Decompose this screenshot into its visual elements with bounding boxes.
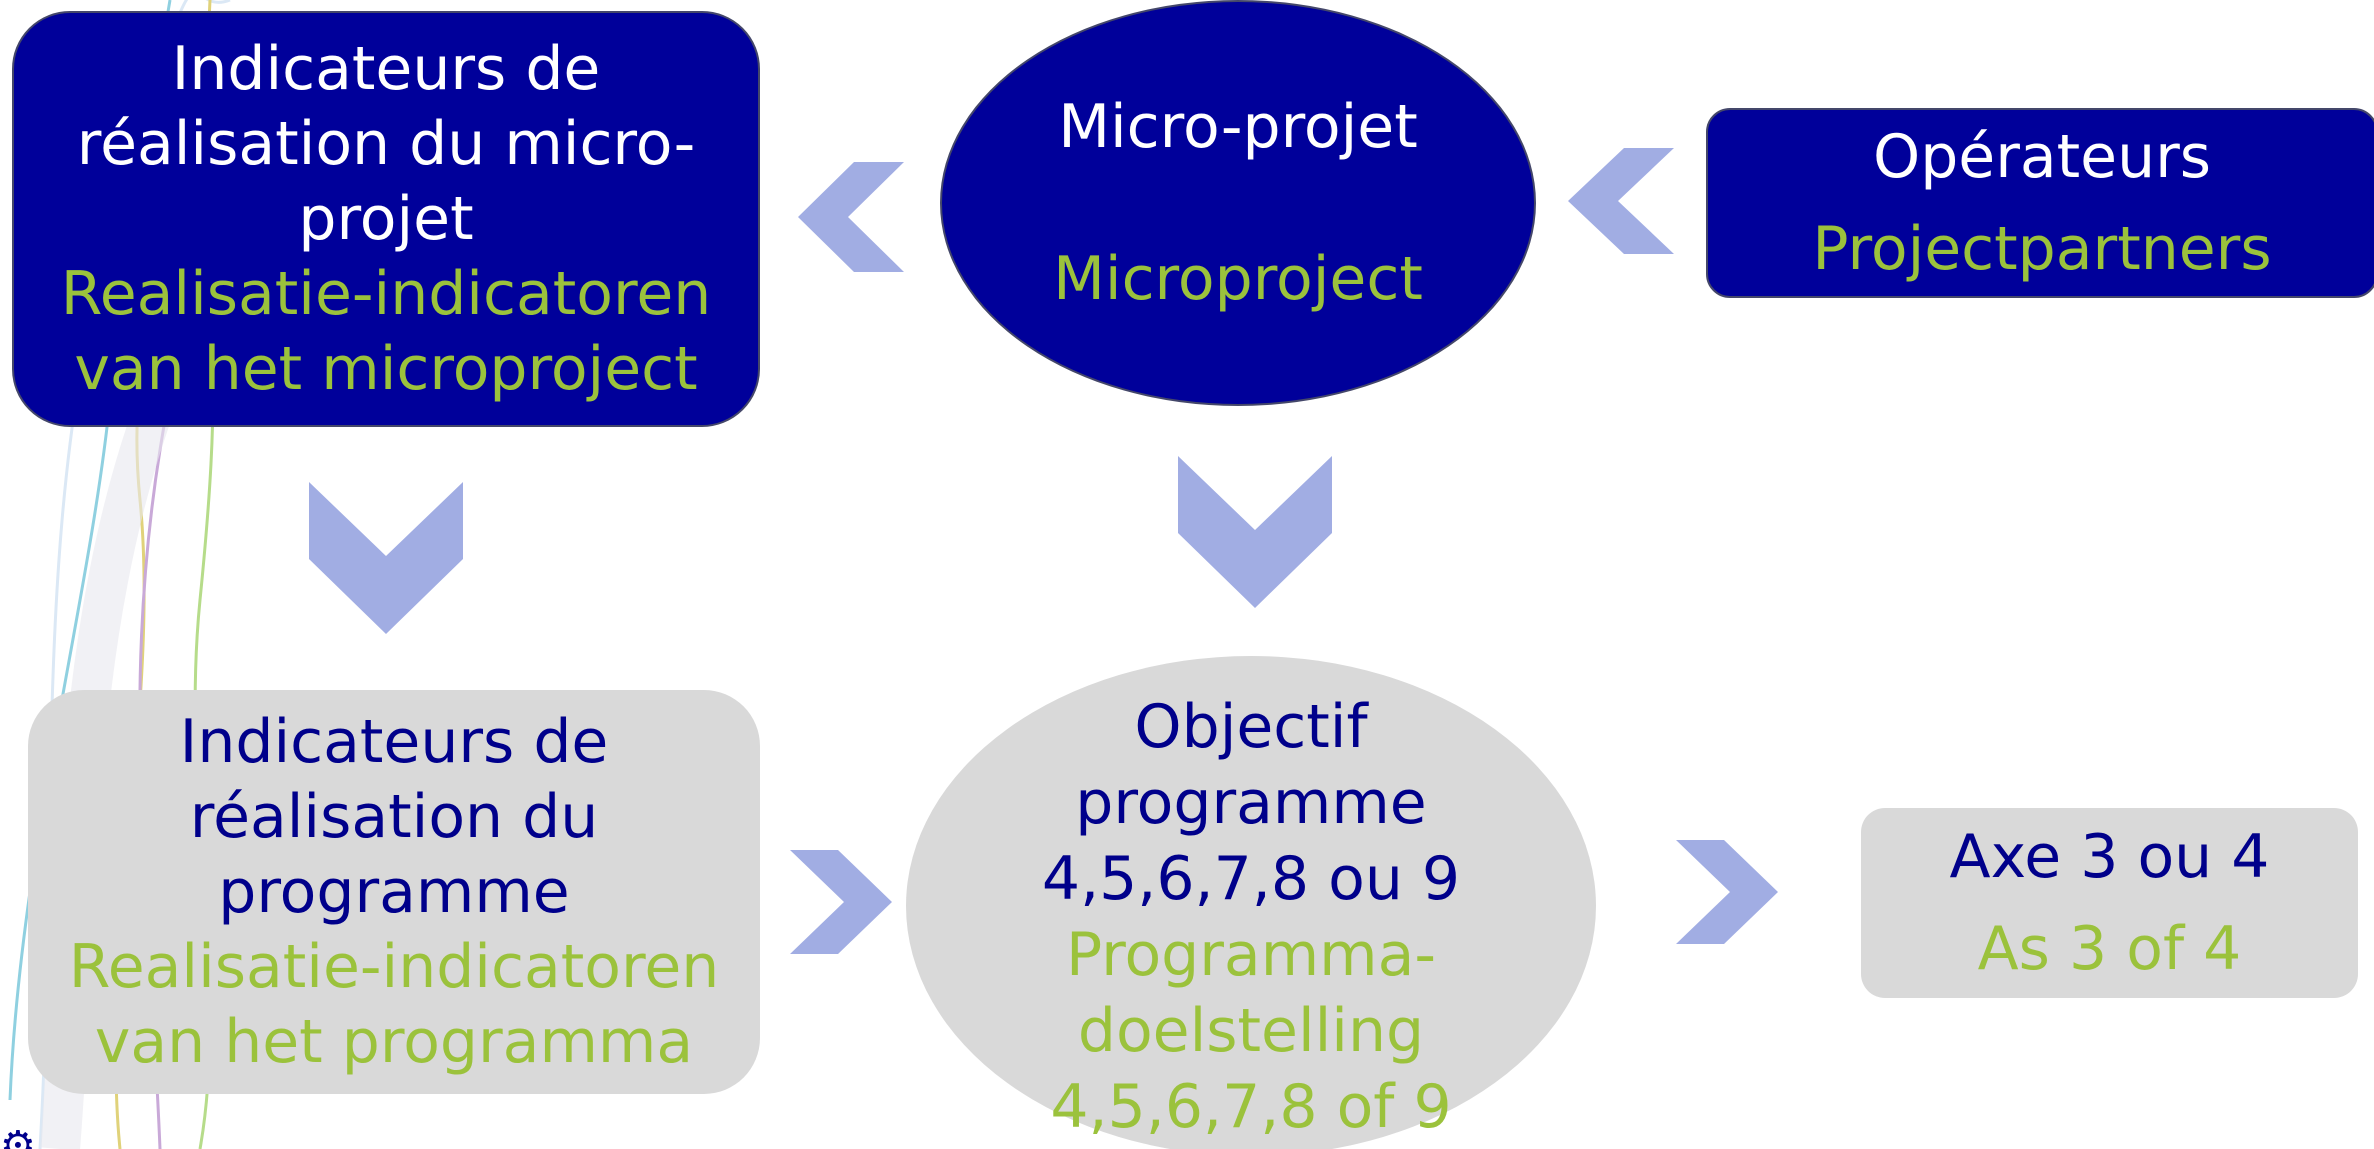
box-french-label: Opérateurs [1872, 122, 2212, 192]
ellipse-dutch-label: Microproject [1053, 244, 1423, 314]
box-operateurs: Opérateurs Projectpartners [1706, 108, 2374, 298]
chevron-left-icon [798, 162, 904, 272]
ellipse-objectif-programme: Objectif programme 4,5,6,7,8 ou 9 Progra… [906, 656, 1596, 1149]
box-dutch-label: Projectpartners [1812, 214, 2272, 284]
gear-icon: ⚙ [0, 1123, 36, 1149]
ellipse-dutch-label: Programma- doelstelling 4,5,6,7,8 of 9 [1050, 920, 1452, 1142]
box-dutch-label: As 3 of 4 [1977, 914, 2242, 984]
chevron-right-icon [790, 850, 892, 954]
chevron-down-icon [309, 482, 463, 634]
box-axe: Axe 3 ou 4 As 3 of 4 [1861, 808, 2358, 998]
box-french-label: Indicateurs de réalisation du micro- pro… [76, 33, 696, 254]
ellipse-micro-projet: Micro-projet Microproject [940, 0, 1536, 406]
chevron-down-icon [1178, 456, 1332, 608]
ellipse-french-label: Objectif programme 4,5,6,7,8 ou 9 [1041, 692, 1461, 914]
box-dutch-label: Realisatie-indicatoren van het microproj… [60, 258, 712, 404]
box-indicateurs-realisation-micro-projet: Indicateurs de réalisation du micro- pro… [12, 11, 760, 427]
box-dutch-label: Realisatie-indicatoren van het programma [68, 931, 720, 1077]
box-french-label: Axe 3 ou 4 [1949, 822, 2270, 892]
ellipse-french-label: Micro-projet [1058, 92, 1418, 162]
chevron-right-icon [1676, 840, 1778, 944]
chevron-left-icon [1568, 148, 1674, 254]
box-indicateurs-realisation-programme: Indicateurs de réalisation du programme … [28, 690, 760, 1094]
box-french-label: Indicateurs de réalisation du programme [179, 706, 609, 927]
